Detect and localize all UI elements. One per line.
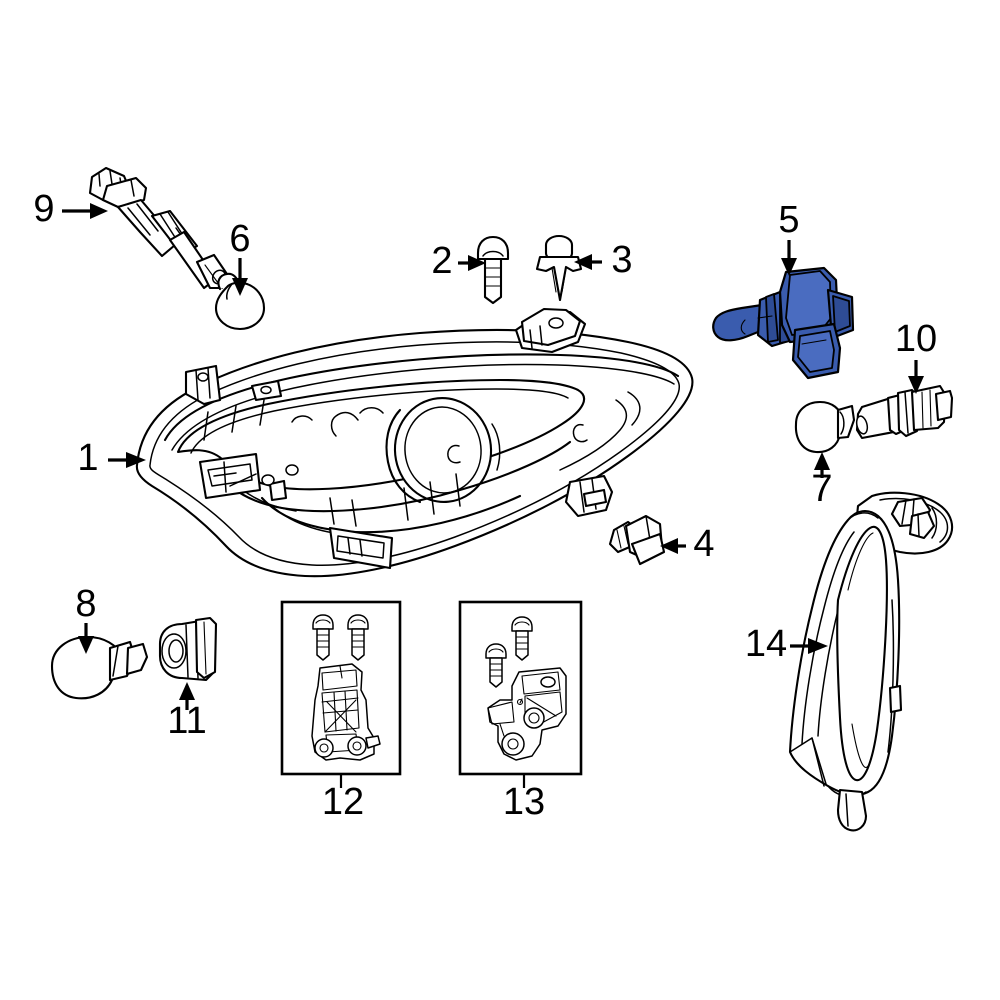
callout-label-7: 7 [811, 468, 832, 510]
callout-5-leader [781, 240, 797, 276]
callout-label-6: 6 [229, 218, 250, 260]
part-4-hex-flange-bolt [608, 514, 666, 566]
callout-label-1: 1 [77, 437, 98, 479]
callout-7-leader [814, 452, 830, 478]
part-14-drl-module [788, 491, 954, 832]
part-5-headlamp-bulb-socket-highlighted [712, 266, 855, 380]
box-12-screw-a [312, 614, 334, 661]
callout-3-leader [574, 254, 602, 270]
callout-label-12: 12 [322, 781, 364, 823]
callout-label-11: 11 [167, 700, 206, 742]
callout-14-leader [790, 638, 828, 654]
box-12-bracket [311, 663, 381, 761]
callout-10-leader [908, 360, 924, 394]
callout-label-13: 13 [503, 781, 545, 823]
callout-8-leader [78, 623, 94, 654]
callout-label-14: 14 [745, 623, 787, 665]
callout-label-9: 9 [33, 188, 54, 230]
box-13-bracket [487, 667, 567, 761]
part-3-retainer-clip [535, 234, 583, 302]
callout-label-3: 3 [611, 239, 632, 281]
callout-label-2: 2 [431, 240, 452, 282]
callout-label-10: 10 [895, 318, 937, 360]
box-13-screw-a [511, 616, 533, 661]
part-1-headlamp-assembly [135, 307, 694, 578]
callout-2-leader [458, 255, 486, 271]
part-10-leveling-motor [855, 384, 954, 440]
part-2-screw [476, 235, 510, 305]
callout-label-4: 4 [693, 523, 714, 565]
boxed-group-13 [458, 600, 583, 788]
part-9-leveling-actuator [88, 166, 231, 290]
part-11-bulb-socket-round [158, 616, 218, 682]
part-8-wedge-bulb [50, 635, 149, 700]
callout-4-leader [660, 538, 686, 554]
part-7-bulb-cap [794, 400, 856, 454]
callout-label-5: 5 [778, 199, 799, 241]
box-13-screw-b [485, 643, 507, 688]
callout-9-leader [62, 203, 108, 219]
boxed-group-12 [280, 600, 402, 788]
callout-11-leader [179, 682, 195, 710]
callout-6-leader [232, 258, 248, 296]
box-12-screw-b [347, 614, 369, 661]
callout-label-8: 8 [75, 583, 96, 625]
callout-1-leader [108, 452, 146, 468]
